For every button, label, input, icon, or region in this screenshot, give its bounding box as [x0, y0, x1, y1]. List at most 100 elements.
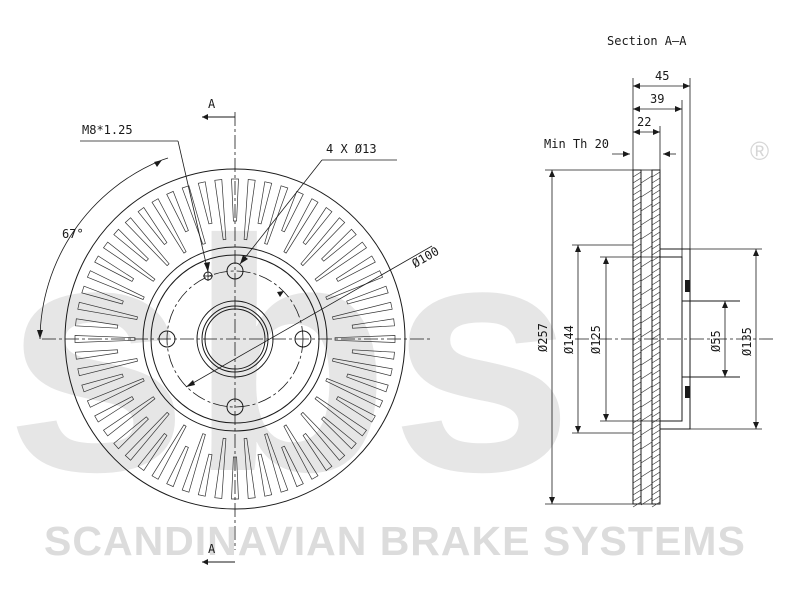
- vent-slot: [264, 433, 289, 493]
- vent-slot: [231, 456, 239, 500]
- holes-label: 4 X Ø13: [326, 142, 377, 156]
- vent-slot: [325, 270, 384, 300]
- hatch-line: [632, 345, 642, 352]
- hatch-line: [632, 399, 642, 406]
- hatch-line: [651, 285, 661, 292]
- dim-39: 39: [650, 92, 664, 106]
- hatch-line: [651, 171, 661, 178]
- vent-slot: [86, 270, 145, 300]
- vane-line: [640, 385, 653, 394]
- hatch-line: [632, 351, 642, 358]
- hatch-line: [632, 237, 642, 244]
- vent-slot: [283, 198, 319, 254]
- hatch-line: [651, 447, 661, 454]
- vane-line: [640, 413, 653, 422]
- vent-slot: [243, 437, 256, 499]
- vent-slot: [283, 424, 319, 480]
- vent-slot: [137, 206, 168, 245]
- vane-line: [640, 343, 653, 352]
- hatch-line: [651, 363, 661, 370]
- hatch-line: [632, 477, 642, 484]
- angle-label: 67°: [62, 227, 84, 241]
- vent-slot: [257, 181, 273, 225]
- vent-slot: [81, 373, 124, 393]
- hatch-line: [632, 471, 642, 478]
- section-hatching: [632, 171, 661, 508]
- vent-slot: [137, 433, 168, 472]
- hatch-line: [651, 213, 661, 220]
- hatch-line: [651, 417, 661, 424]
- hatch-line: [651, 357, 661, 364]
- vane-line: [640, 329, 653, 338]
- hatch-line: [632, 489, 642, 496]
- hatch-line: [632, 327, 642, 334]
- vent-slot: [151, 198, 187, 254]
- hatch-line: [651, 309, 661, 316]
- hatch-line: [651, 399, 661, 406]
- vent-slot: [113, 228, 149, 262]
- dim-45: 45: [655, 69, 669, 83]
- hatch-line: [632, 183, 642, 190]
- hatch-line: [632, 339, 642, 346]
- thickness-dimensions: 45 39 22 Min Th 20: [544, 69, 691, 257]
- company-name: SCANDINAVIAN BRAKE SYSTEMS: [44, 518, 746, 564]
- hatch-line: [632, 261, 642, 268]
- vent-slot: [124, 411, 170, 461]
- hatch-line: [632, 447, 642, 454]
- registered-mark: ®: [750, 136, 769, 166]
- hatch-line: [632, 363, 642, 370]
- dim-d144: Ø144: [562, 325, 576, 354]
- vent-slot: [124, 217, 170, 267]
- hatch-line: [651, 303, 661, 310]
- vane-line: [640, 245, 653, 254]
- vane-line: [640, 231, 653, 240]
- vent-slot: [257, 453, 273, 497]
- hatch-line: [632, 225, 642, 232]
- vent-slot: [231, 178, 239, 222]
- vane-line: [640, 301, 653, 310]
- dim-d135: Ø135: [740, 327, 754, 356]
- angle-arc: [39, 159, 163, 340]
- vent-slot: [243, 179, 256, 241]
- vane-line: [640, 189, 653, 198]
- hatch-line: [632, 219, 642, 226]
- vent-slot: [166, 445, 189, 488]
- hatch-line: [651, 351, 661, 358]
- vent-slot: [302, 206, 333, 245]
- hatch-line: [632, 309, 642, 316]
- vent-slot: [94, 255, 135, 282]
- disc-profile: [632, 169, 740, 508]
- vent-slot: [346, 285, 389, 305]
- section-title: Section A–A: [607, 34, 687, 48]
- hatch-line: [651, 219, 661, 226]
- hatch-line: [632, 405, 642, 412]
- vane-line: [640, 441, 653, 450]
- hatch-line: [651, 429, 661, 436]
- hatch-line: [632, 267, 642, 274]
- dim-min-thickness: Min Th 20: [544, 137, 609, 151]
- vane-line: [640, 371, 653, 380]
- vane-line: [640, 483, 653, 492]
- svg-text:A: A: [208, 542, 216, 556]
- hatch-line: [651, 483, 661, 490]
- vent-slot: [314, 396, 367, 437]
- hatch-line: [651, 297, 661, 304]
- hatch-line: [651, 345, 661, 352]
- vent-slot: [94, 396, 135, 423]
- hatch-line: [651, 411, 661, 418]
- hatch-line: [632, 243, 642, 250]
- vane-line: [640, 259, 653, 268]
- hatch-line: [651, 393, 661, 400]
- hatch-line: [632, 417, 642, 424]
- hatch-line: [651, 321, 661, 328]
- hatch-line: [651, 459, 661, 466]
- vent-slot: [81, 285, 124, 305]
- vent-slot: [75, 349, 119, 360]
- hatch-line: [651, 279, 661, 286]
- vent-slot: [103, 241, 156, 282]
- vane-line: [640, 287, 653, 296]
- hatch-line: [632, 285, 642, 292]
- hatch-line: [632, 375, 642, 382]
- hatch-line: [632, 189, 642, 196]
